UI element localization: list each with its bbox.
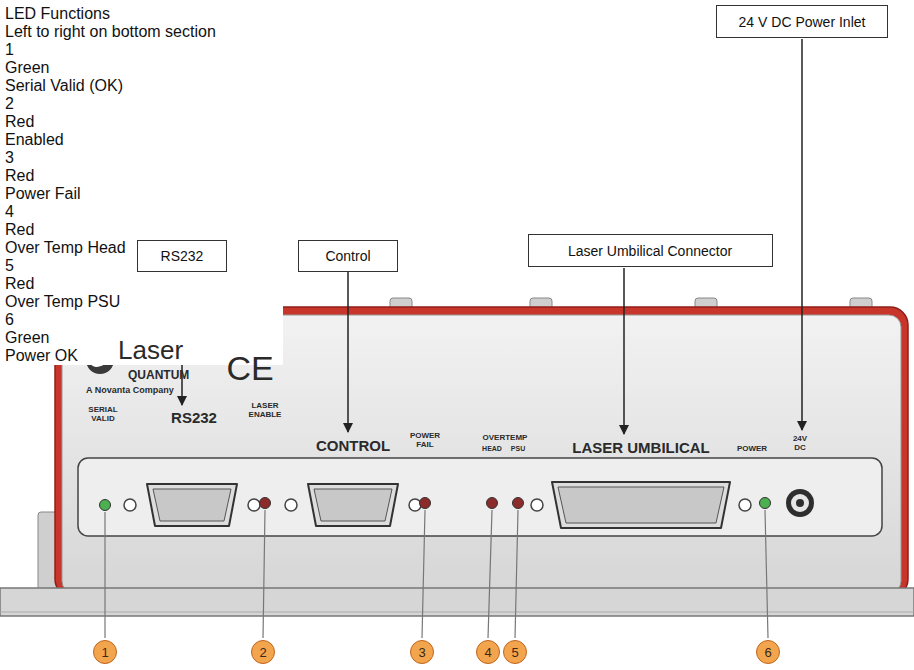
table-cell: Power Fail — [5, 185, 283, 203]
panel-label: LASER UMBILICAL — [572, 440, 710, 457]
led-function-table: LED FunctionsLeft to right on bottom sec… — [5, 5, 283, 365]
number-text: 5 — [511, 645, 518, 660]
table-cell: 3 — [5, 149, 283, 167]
callout-box: RS232 — [137, 240, 227, 272]
panel-label: SERIAL VALID — [86, 406, 120, 424]
callout-number: 1 — [93, 640, 117, 664]
panel-label: RS232 — [171, 410, 217, 427]
callout-number: 3 — [410, 640, 434, 664]
table-cell: 6 — [5, 311, 283, 329]
panel-label: HEAD — [482, 445, 502, 453]
table-cell: Red — [5, 113, 283, 131]
panel-label: POWER — [737, 445, 767, 454]
number-text: 6 — [764, 645, 771, 660]
led — [100, 498, 771, 511]
logo-text: Laser — [118, 336, 183, 365]
callout-box: 24 V DC Power Inlet — [716, 5, 888, 38]
callout-text: Laser Umbilical Connector — [568, 243, 732, 259]
table-cell: Green — [5, 59, 283, 77]
leader-line — [105, 510, 768, 638]
number-text: 1 — [101, 645, 108, 660]
panel-label: OVERTEMP — [483, 434, 528, 443]
db9-connector — [124, 484, 260, 526]
panel-label: CONTROL — [316, 438, 390, 455]
housing — [55, 307, 908, 597]
panel-label: POWER FAIL — [408, 432, 442, 450]
db25-connector — [531, 482, 751, 528]
callout-box: Control — [298, 240, 398, 272]
table-cell: 4 — [5, 203, 283, 221]
connector-plate — [78, 458, 882, 536]
table-cell: 1 — [5, 41, 283, 59]
callout-number: 5 — [503, 640, 527, 664]
panel-label: LASER ENABLE — [247, 402, 283, 420]
callout-number: 4 — [476, 640, 500, 664]
callout-box: Laser Umbilical Connector — [528, 234, 773, 267]
number-text: 4 — [484, 645, 491, 660]
callout-number: 6 — [756, 640, 780, 664]
logo-text: QUANTUM — [128, 369, 189, 382]
number-text: 2 — [259, 645, 266, 660]
power-jack — [786, 489, 814, 517]
logo-text: A Novanta Company — [86, 386, 174, 396]
table-cell: Red — [5, 167, 283, 185]
table-title: LED Functions — [5, 5, 283, 23]
callout-text: Control — [325, 248, 370, 264]
table-cell: 2 — [5, 95, 283, 113]
callout-text: RS232 — [161, 248, 204, 264]
table-cell: Red — [5, 275, 283, 293]
table-cell: Red — [5, 221, 283, 239]
mounting-flange — [0, 588, 914, 616]
table-cell: Enabled — [5, 131, 283, 149]
table-cell: Over Temp PSU — [5, 293, 283, 311]
db9-connector — [285, 484, 421, 526]
number-text: 3 — [418, 645, 425, 660]
table-subtitle: Left to right on bottom section — [5, 23, 283, 41]
panel-label: 24V DC — [789, 435, 811, 453]
ce-mark: CE — [226, 350, 273, 387]
panel-label: PSU — [511, 445, 525, 453]
table-grid: 1GreenSerial Valid (OK)2RedEnabled3RedPo… — [5, 41, 283, 365]
table-cell: Serial Valid (OK) — [5, 77, 283, 95]
callout-text: 24 V DC Power Inlet — [739, 14, 866, 30]
callout-number: 2 — [251, 640, 275, 664]
